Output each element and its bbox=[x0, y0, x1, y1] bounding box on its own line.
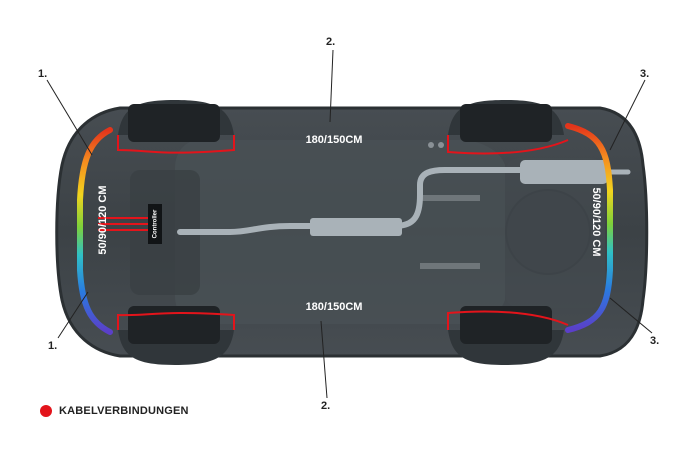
led-strip-front bbox=[77, 127, 113, 335]
leader-line bbox=[609, 297, 653, 334]
legend: KABELVERBINDUNGEN bbox=[40, 405, 189, 417]
tire bbox=[128, 306, 220, 344]
rear-muffler bbox=[520, 160, 608, 184]
callout-rear-top: 3. bbox=[640, 68, 650, 80]
cross-member bbox=[420, 263, 480, 269]
controller-label: Controller bbox=[153, 209, 159, 238]
drain-plug bbox=[428, 142, 434, 148]
rear-tank bbox=[505, 158, 605, 308]
callout-rear-bottom: 3. bbox=[650, 335, 660, 347]
callout-front-top: 1. bbox=[38, 68, 48, 80]
legend-label: KABELVERBINDUNGEN bbox=[59, 405, 189, 417]
exhaust-pipe bbox=[177, 167, 523, 235]
callout-side-top: 2. bbox=[326, 36, 336, 48]
tire bbox=[460, 104, 552, 142]
cable-rear-bottom bbox=[447, 310, 569, 330]
cable-connection-dot-icon bbox=[40, 405, 52, 417]
tire bbox=[128, 104, 220, 142]
callout-front-bottom: 1. bbox=[48, 340, 58, 352]
strip-label-front: 50/90/120 CM bbox=[97, 185, 109, 254]
leader-line bbox=[329, 49, 334, 123]
cable-rear-top bbox=[447, 135, 569, 155]
strip-label-side-bottom: 180/150CM bbox=[306, 301, 363, 313]
cable-front-top bbox=[117, 135, 235, 154]
front-subframe bbox=[130, 170, 200, 295]
callout-side-bottom: 2. bbox=[321, 400, 331, 412]
leader-line bbox=[57, 291, 89, 339]
muffler bbox=[310, 218, 402, 236]
strip-label-side-top: 180/150CM bbox=[306, 134, 363, 146]
led-strip-rear bbox=[565, 123, 613, 333]
strip-label-rear: 50/90/120 CM bbox=[590, 187, 602, 256]
controller-box bbox=[148, 204, 162, 244]
leader-line bbox=[46, 79, 93, 156]
cable-front-bottom bbox=[117, 311, 235, 330]
leader-line bbox=[609, 79, 646, 151]
cross-member bbox=[420, 195, 480, 201]
leader-line bbox=[320, 320, 328, 399]
drain-plug bbox=[438, 142, 444, 148]
